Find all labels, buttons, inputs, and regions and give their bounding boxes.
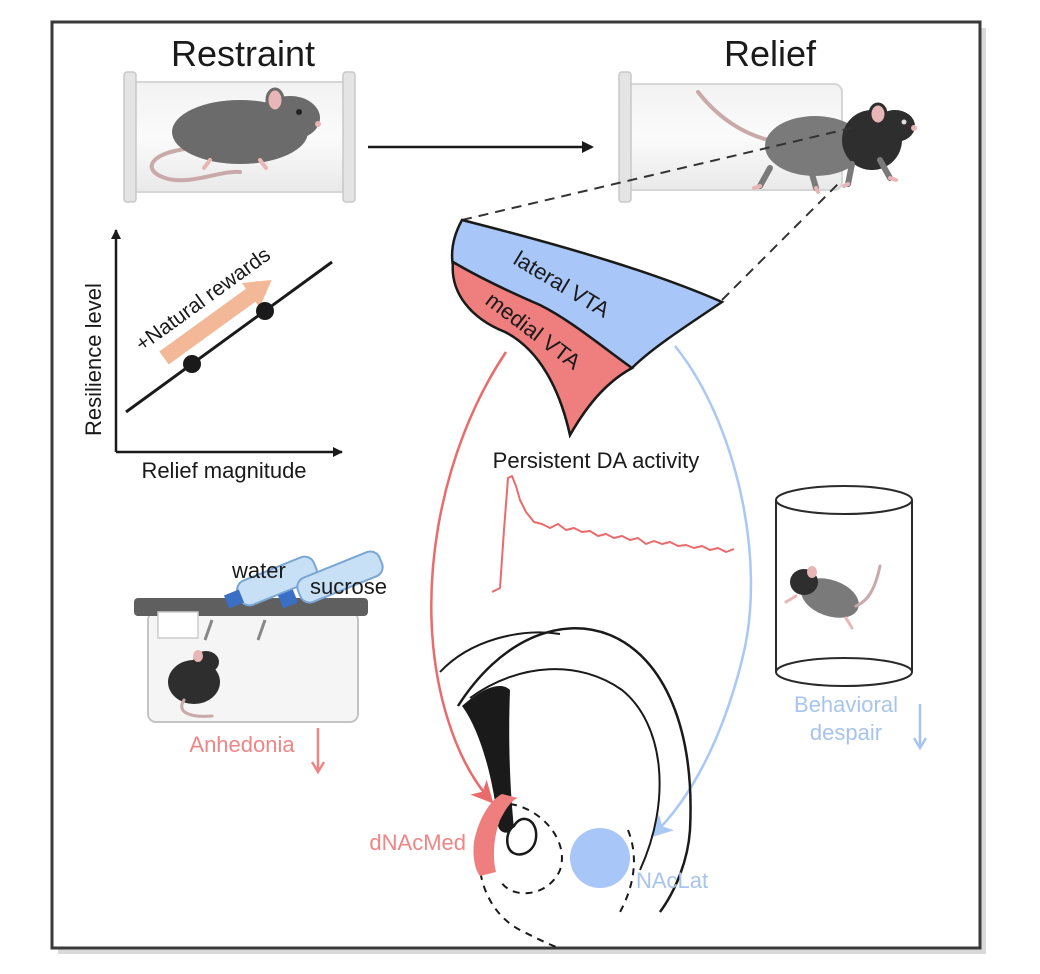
- y-axis-label: Resilience level: [81, 283, 106, 436]
- cylinder-icon: [775, 485, 913, 687]
- naclat-region: [570, 828, 630, 888]
- water-label: water: [231, 558, 286, 583]
- zoom-line-top: [461, 125, 861, 221]
- restraint-title: Restraint: [171, 33, 315, 74]
- water-bottle-icon: [223, 555, 318, 609]
- dnacmed-region: [473, 794, 518, 876]
- zoom-line-bottom: [721, 179, 843, 301]
- brain-section-icon: [439, 627, 692, 949]
- relationship-line: [125, 260, 333, 414]
- x-axis-label: Relief magnitude: [141, 458, 306, 483]
- da-trace-label: Persistent DA activity: [493, 448, 700, 473]
- anhedonia-label: Anhedonia: [189, 732, 295, 757]
- sucrose-bottle-icon: [277, 550, 384, 609]
- sucrose-label: sucrose: [310, 574, 387, 599]
- vta-region: lateral VTA medial VTA: [450, 218, 725, 439]
- mouse-in-tube-icon: [123, 71, 356, 203]
- natural-rewards-arrow: [159, 279, 272, 365]
- naclat-label: NAcLat: [636, 868, 708, 893]
- medial-projection-arrow: [430, 351, 508, 804]
- mouse-escaping-tube-icon: [618, 71, 917, 203]
- dnacmed-label: dNAcMed: [369, 830, 466, 855]
- relief-title: Relief: [724, 33, 817, 74]
- da-activity-trace: [491, 475, 735, 593]
- behavioral-label: Behavioral: [794, 692, 898, 717]
- point-low: [183, 355, 201, 373]
- mouse-cage-icon: [134, 550, 384, 723]
- point-high: [256, 302, 274, 320]
- despair-label: despair: [810, 720, 882, 745]
